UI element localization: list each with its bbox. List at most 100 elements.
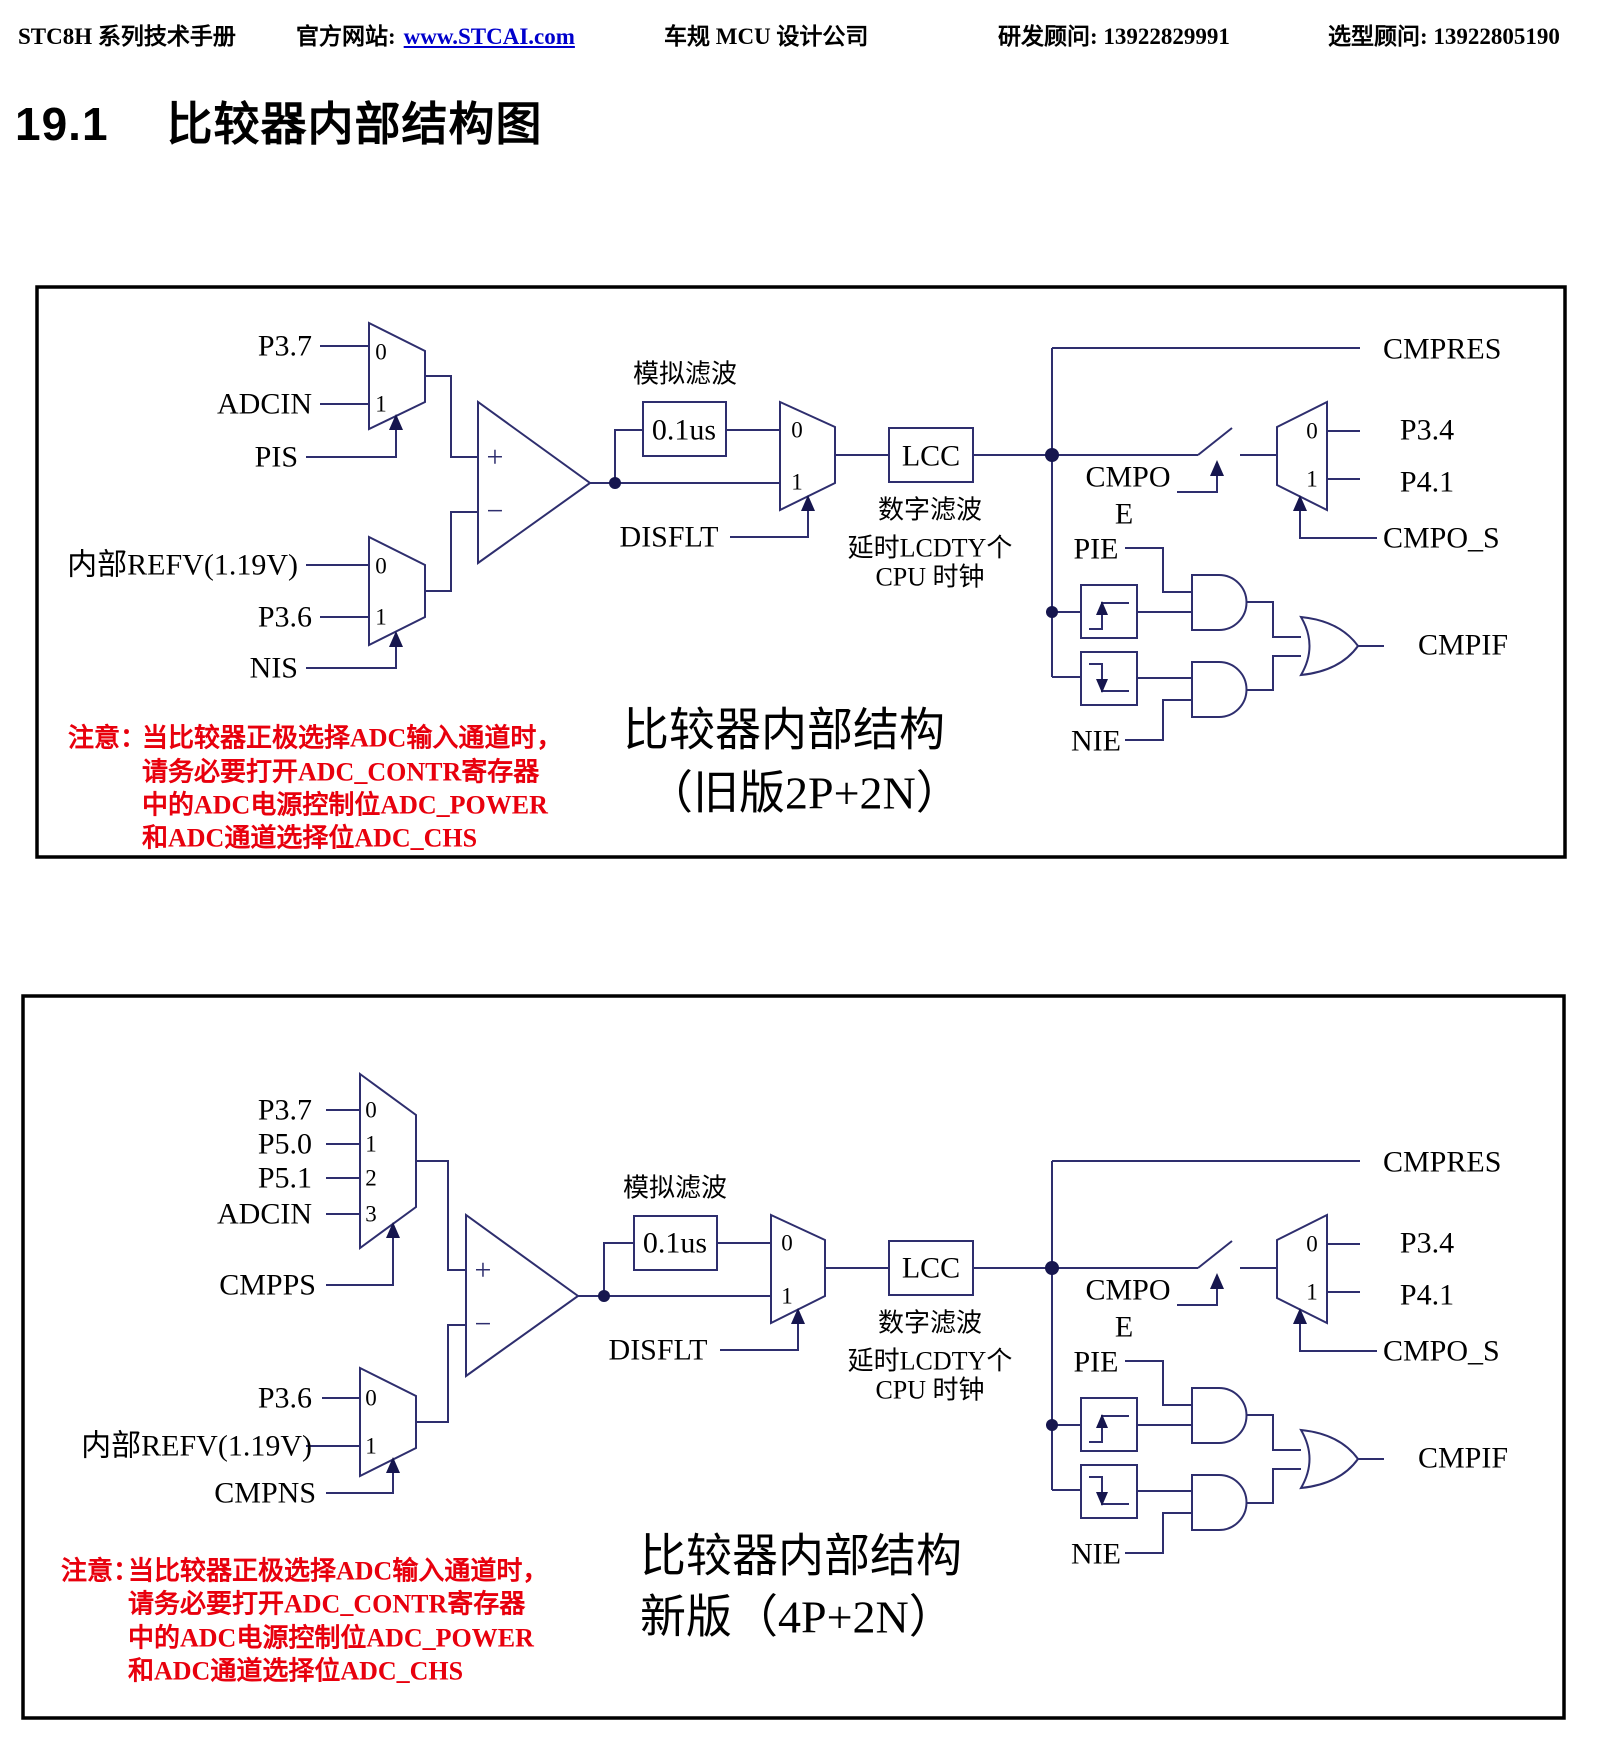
d1-label-cmpres: CMPRES <box>1383 333 1501 366</box>
section-title-text: 比较器内部结构图 <box>166 98 543 150</box>
d1-and-gate-rise <box>1191 574 1248 631</box>
website-link[interactable]: www.STCAI.com <box>403 24 575 49</box>
d1-note-line3: 中的ADC电源控制位ADC_POWER <box>142 790 548 820</box>
d2-comparator <box>465 1213 580 1378</box>
d1-note-line4: 和ADC通道选择位ADC_CHS <box>142 823 477 853</box>
d1-negative-mux <box>368 535 426 647</box>
d1-note-line1: 当比较器正极选择ADC输入通道时， <box>142 723 562 753</box>
d2-caption-line2: 新版（4P+2N） <box>640 1592 955 1643</box>
header-company: 车规 MCU 设计公司 <box>664 24 869 49</box>
d1-label-refv: 内部REFV(1.19V) <box>67 549 298 582</box>
d2-or-gate <box>1299 1428 1360 1490</box>
d2-negmux-bit1: 1 <box>365 1434 377 1459</box>
d1-posmux-bit0: 0 <box>375 340 387 365</box>
d2-fltmux-bit1: 1 <box>781 1284 793 1309</box>
d1-output-mux <box>1276 400 1328 512</box>
d1-falling-edge-glyph <box>1089 663 1129 692</box>
diagram2-frame <box>21 994 1566 1720</box>
d2-and-gate-fall <box>1191 1474 1248 1531</box>
d2-rising-arrow <box>1096 1414 1108 1428</box>
d2-minus-sign: − <box>475 1308 492 1341</box>
d1-filter-mux <box>779 400 836 512</box>
d2-result-node <box>1045 1261 1059 1275</box>
d1-disflt-arrow <box>801 495 815 511</box>
d1-rising-edge-glyph <box>1089 602 1129 630</box>
header-website-label: 官方网站: <box>296 24 396 49</box>
d2-label-lcc: LCC <box>902 1252 960 1285</box>
d2-comparator-out-node <box>598 1290 610 1302</box>
d1-negmux-bit0: 0 <box>375 554 387 579</box>
d2-and-gate-rise <box>1191 1387 1248 1444</box>
d2-label-p51: P5.1 <box>258 1162 312 1195</box>
d2-posmux-bit0: 0 <box>365 1098 377 1123</box>
d1-label-cmpoe-1: CMPO <box>1085 461 1170 494</box>
d1-label-p34: P3.4 <box>1400 414 1454 447</box>
page-header: STC8H 系列技术手册 官方网站:www.STCAI.com 车规 MCU 设… <box>0 0 1603 60</box>
d1-label-p41: P4.1 <box>1400 466 1454 499</box>
d1-label-cmpif: CMPIF <box>1418 629 1508 662</box>
d2-label-cmpos: CMPO_S <box>1383 1335 1500 1368</box>
d2-label-disflt: DISFLT <box>609 1334 708 1367</box>
d2-falling-edge-glyph <box>1089 1476 1129 1505</box>
d1-falling-arrow <box>1096 679 1108 693</box>
d2-cpu-clock-label: CPU 时钟 <box>875 1376 984 1405</box>
d1-comparator <box>477 400 592 565</box>
d1-outmux-bit1: 1 <box>1306 467 1318 492</box>
d2-posmux-bit2: 2 <box>365 1166 377 1191</box>
d1-label-cmpos: CMPO_S <box>1383 522 1500 555</box>
d2-label-cmpns: CMPNS <box>214 1477 316 1510</box>
d1-cpu-clock-label: CPU 时钟 <box>875 563 984 592</box>
d1-label-p36: P3.6 <box>258 601 312 634</box>
d1-wires <box>306 345 1384 741</box>
d2-label-p36: P3.6 <box>258 1382 312 1415</box>
d2-outmux-bit0: 0 <box>1306 1232 1318 1257</box>
diagram2: P3.7 P5.0 P5.1 ADCIN CMPPS P3.6 内部REFV(1… <box>21 994 1566 1720</box>
d2-output-mux <box>1276 1213 1328 1325</box>
d2-label-p41: P4.1 <box>1400 1279 1454 1312</box>
d1-filter-time: 0.1us <box>652 414 716 447</box>
d2-edge-branch-node <box>1046 1419 1058 1431</box>
d1-posmux-bit1: 1 <box>375 392 387 417</box>
d2-label-p34: P3.4 <box>1400 1227 1454 1260</box>
d1-digital-filter-label: 数字滤波 <box>878 496 982 525</box>
d1-analog-filter-box <box>642 401 727 457</box>
d1-pis-arrow <box>389 414 403 430</box>
d2-delay-label: 延时LCDTY个 <box>848 1347 1013 1376</box>
d2-analog-filter-box <box>633 1215 718 1271</box>
d1-result-node <box>1045 448 1059 462</box>
d1-label-pie: PIE <box>1074 533 1119 566</box>
d1-note-line2: 请务必要打开ADC_CONTR寄存器 <box>142 757 540 787</box>
d2-fltmux-bit0: 0 <box>781 1231 793 1256</box>
d2-label-adcin: ADCIN <box>217 1198 312 1231</box>
d1-analog-filter-label: 模拟滤波 <box>633 360 737 389</box>
d1-rising-arrow <box>1096 601 1108 615</box>
d1-rising-edge-box <box>1080 584 1138 639</box>
d1-nis-arrow <box>389 631 403 647</box>
d1-edge-branch-node <box>1046 606 1058 618</box>
diagram1: P3.7 ADCIN PIS 内部REFV(1.19V) P3.6 NIS 0 … <box>35 285 1567 859</box>
d2-cmpos-arrow <box>1293 1308 1307 1324</box>
d2-cmpns-arrow <box>386 1457 400 1473</box>
d1-label-lcc: LCC <box>902 440 960 473</box>
d2-label-cmpoe-1: CMPO <box>1085 1274 1170 1307</box>
d1-fltmux-bit1: 1 <box>791 470 803 495</box>
d2-disflt-arrow <box>791 1308 805 1324</box>
d2-digital-filter-label: 数字滤波 <box>878 1309 982 1338</box>
d2-plus-sign: + <box>475 1254 492 1287</box>
d2-label-cmpps: CMPPS <box>219 1269 316 1302</box>
d1-caption-line2: （旧版2P+2N） <box>647 768 962 819</box>
d1-or-gate <box>1299 615 1360 677</box>
d2-note-line3: 中的ADC电源控制位ADC_POWER <box>128 1623 534 1653</box>
d1-comparator-out-node <box>609 477 621 489</box>
d2-label-cmpres: CMPRES <box>1383 1146 1501 1179</box>
d1-caption-line1: 比较器内部结构 <box>623 705 945 756</box>
d2-rising-edge-glyph <box>1089 1415 1129 1443</box>
d2-posmux-bit1: 1 <box>365 1132 377 1157</box>
d2-note-line1: 当比较器正极选择ADC输入通道时， <box>128 1556 548 1586</box>
header-selection-contact: 选型顾问: 13922805190 <box>1328 24 1560 49</box>
d2-caption-line1: 比较器内部结构 <box>640 1531 962 1582</box>
section-title: 19.1 比较器内部结构图 <box>15 88 543 154</box>
section-number: 19.1 <box>15 98 109 150</box>
d1-positive-mux <box>368 321 426 431</box>
d1-outmux-bit0: 0 <box>1306 419 1318 444</box>
